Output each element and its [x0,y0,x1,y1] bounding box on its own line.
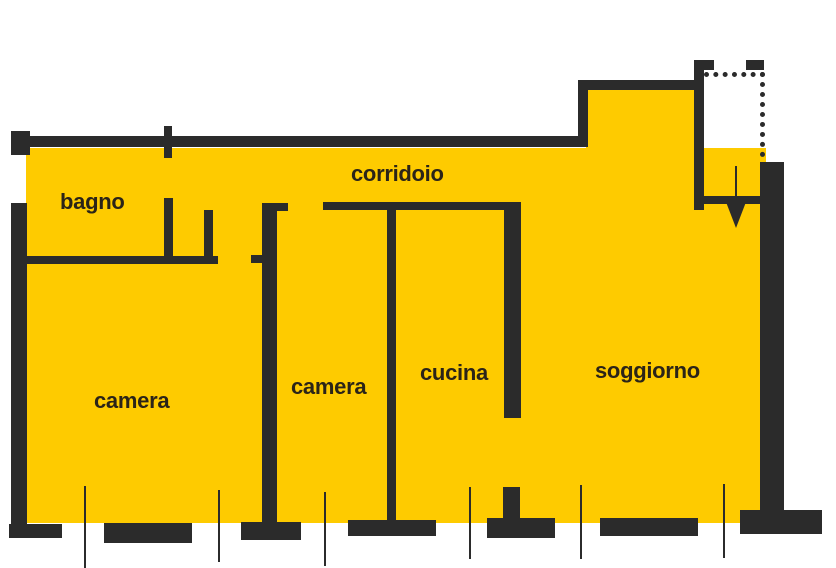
arrow-down-icon [726,166,746,228]
wall-camera2-foot [241,522,301,540]
window-line [84,486,86,568]
wall-top-right-cap [694,60,714,70]
wall-left [11,203,27,525]
wall-left-foot [9,524,62,538]
window-sill-camera1 [104,523,192,543]
window-line [324,492,326,566]
wall-entrance-bottom [698,196,760,204]
wall-right [760,162,784,522]
window-sill-soggiorno [600,518,698,536]
wall-right-foot [740,510,822,534]
wall-corridoio-bottom [323,202,521,210]
wall-top-right [578,80,698,90]
window-line [218,490,220,562]
wall-bagno-top-stub [164,126,172,158]
wall-step-vertical [578,82,588,147]
wall-top [11,136,587,147]
floor-main [26,148,766,523]
room-label-camera-2: camera [291,374,367,399]
room-label-bagno: bagno [60,189,125,214]
wall-bagno-divider [164,198,173,260]
window-line [723,484,725,558]
wall-bottom-pillar-foot [487,518,555,538]
room-label-soggiorno: soggiorno [595,358,700,383]
wall-bottom-pillar [503,487,520,522]
wall-camera2-side-stub [251,255,265,263]
wall-bay-right [694,60,704,210]
window-line [469,487,471,559]
wall-cucina-foot [348,520,436,536]
room-label-cucina: cucina [420,360,488,385]
wall-camera2-cucina [387,207,396,525]
floor-corridoio-bay [586,90,698,150]
wall-camera2-top-stub [262,203,288,211]
wall-cucina-right [504,202,521,418]
window-line [580,485,582,559]
room-label-corridoio: corridoio [351,161,444,186]
balcony-outline [704,72,765,157]
wall-top-far-cap [746,60,764,70]
wall-camera2-left [262,203,277,525]
room-label-camera-1: camera [94,388,170,413]
wall-bagno-bottom [26,256,218,264]
wall-bagno-stub [204,210,213,260]
